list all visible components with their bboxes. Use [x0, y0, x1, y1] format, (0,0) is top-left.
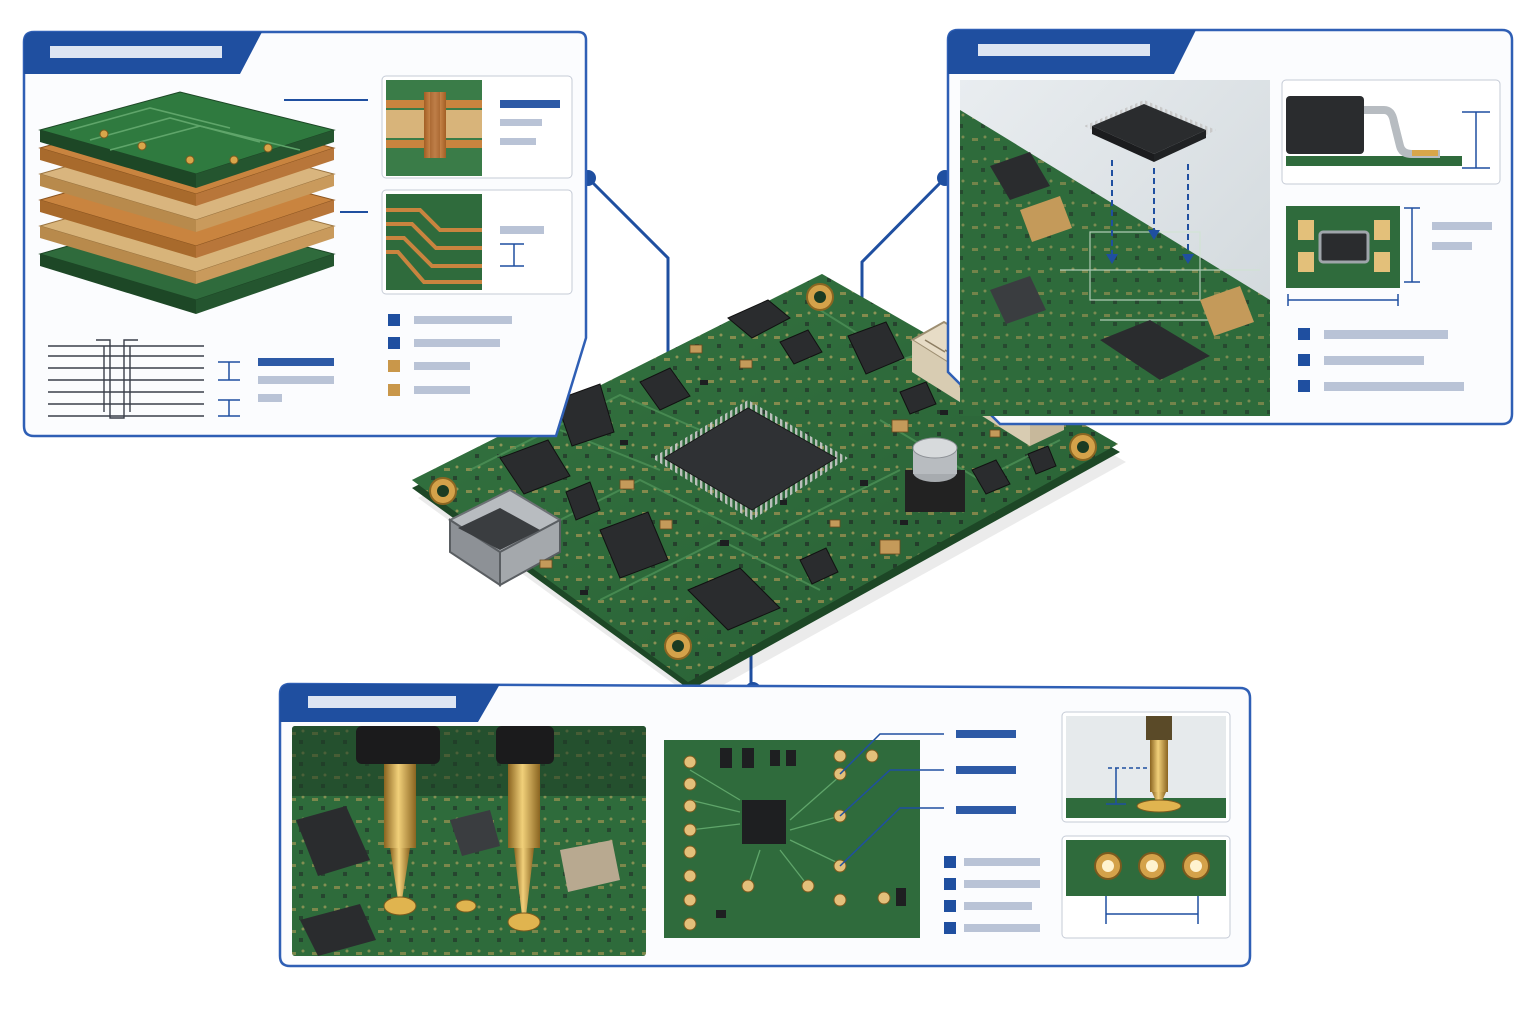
layer-stack-icon — [38, 91, 336, 314]
legend-probe — [944, 856, 1040, 934]
panel-stackup — [22, 30, 588, 438]
smd-package-icon — [1286, 96, 1462, 166]
usb-connector-icon — [447, 488, 563, 587]
probe-photo — [292, 726, 646, 956]
panel-title-placeholder — [50, 46, 222, 58]
legend-placement — [1298, 328, 1464, 392]
footprint-pad-icon — [1286, 206, 1400, 288]
pad-pitch-icon — [1066, 840, 1226, 896]
layer-cross-section-diagram — [48, 339, 204, 419]
panel-probe-testing — [278, 682, 1252, 968]
probe-closeup-icon — [1066, 716, 1226, 818]
panel-component-placement — [946, 28, 1514, 426]
test-point-board-diagram — [664, 740, 920, 938]
legend-stackup — [388, 314, 512, 396]
test-point-icon — [383, 896, 541, 932]
trace-routing-icon — [386, 194, 482, 290]
panel-title-placeholder — [978, 44, 1150, 56]
test-probe-icon — [356, 726, 554, 916]
mcu-qfp-chip — [652, 400, 848, 520]
qfp-chip-icon — [1084, 100, 1216, 162]
via-cross-section-icon — [386, 80, 482, 176]
panel-title-placeholder — [308, 696, 456, 708]
capacitor-icon — [905, 437, 965, 512]
